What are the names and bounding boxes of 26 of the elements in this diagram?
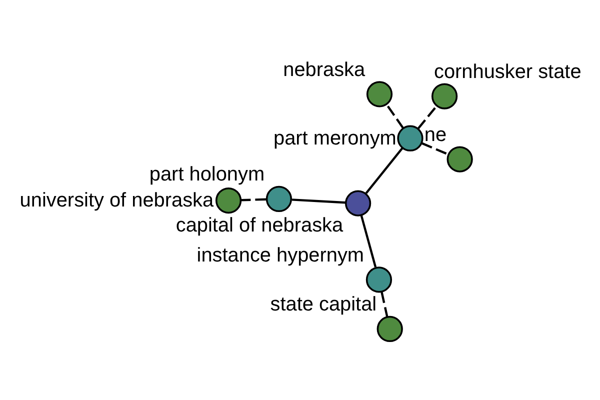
connector: [241, 198, 266, 201]
connector: [365, 147, 404, 194]
node-label: part holonym: [149, 163, 265, 186]
node-label: state capital: [270, 293, 377, 316]
connector: [360, 214, 377, 267]
node-label: cornhusker state: [434, 60, 582, 82]
node-circle: [366, 266, 392, 292]
node-label: instance hypernym: [196, 244, 364, 266]
node-label: capital of nebraska: [176, 214, 344, 236]
node-circle: [397, 124, 424, 151]
node-label: ne: [424, 123, 447, 146]
node-circle: [215, 186, 242, 214]
connector: [386, 103, 404, 128]
node-circle: [431, 82, 458, 109]
node-label: part meronym: [274, 126, 396, 149]
node-circle: [344, 190, 372, 216]
connector: [292, 198, 346, 204]
node-circle: [266, 185, 292, 212]
connector: [380, 291, 388, 316]
connector: [421, 142, 449, 155]
node-circle: [446, 146, 473, 172]
node-circle: [376, 315, 403, 342]
node-label: university of nebraska: [20, 189, 214, 211]
connector: [417, 104, 438, 129]
node-label: nebraska: [283, 58, 366, 80]
node-circle: [366, 80, 393, 107]
